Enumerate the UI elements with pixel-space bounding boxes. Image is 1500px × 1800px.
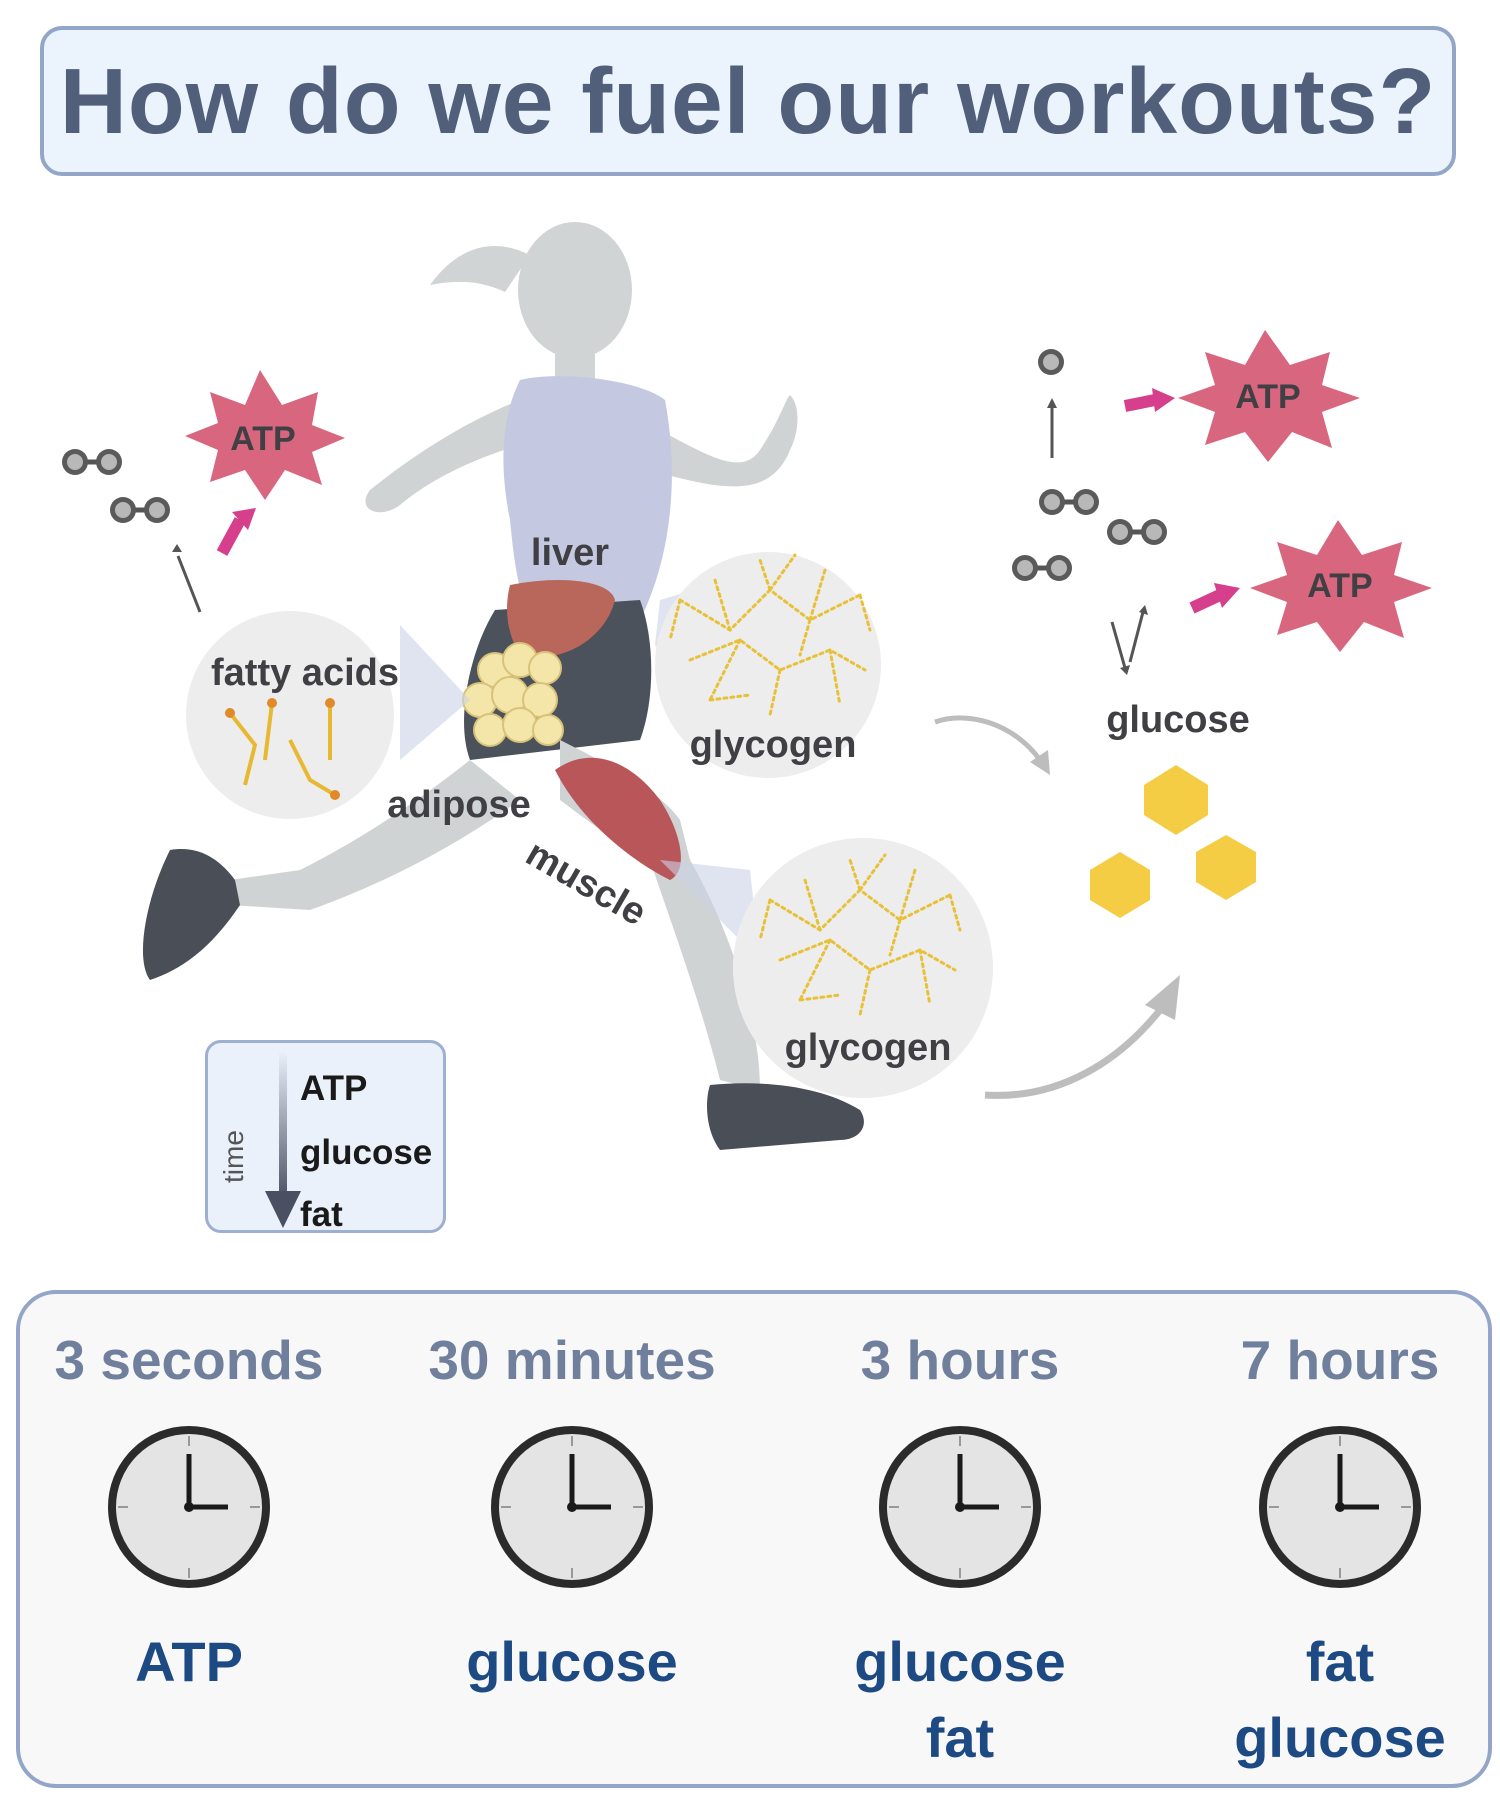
- time-arrow: [265, 1051, 301, 1228]
- timeline-column-4: 7 hours fat glucose: [1190, 1294, 1490, 1784]
- timeline-column-1: 3 seconds ATP: [39, 1294, 339, 1784]
- arrow-muscle-to-glucose: [984, 1007, 1163, 1099]
- muscle-glycogen-label: glycogen: [785, 1027, 952, 1069]
- time-legend: time ATP glucose fat: [205, 1040, 446, 1234]
- clock-icon: [1259, 1426, 1421, 1588]
- timeline-time-3: 3 hours: [860, 1329, 1060, 1391]
- liver-label: liver: [531, 532, 609, 574]
- timeline-column-3: 3 hours glucose fat: [810, 1294, 1110, 1784]
- liver-organ: [507, 580, 615, 658]
- title-banner: How do we fuel our workouts?: [40, 26, 1456, 176]
- pink-arrow-right-top: [1123, 394, 1157, 412]
- runner-illustration: fatty acids glycogen glycogen liver adip…: [0, 222, 1432, 1150]
- atp-right-bottom-label: ATP: [1307, 567, 1372, 605]
- glucose-hex-1: [1144, 765, 1208, 835]
- carbon-atom: [1038, 349, 1064, 375]
- arrow-up-left: [176, 555, 202, 613]
- timeline-time-2: 30 minutes: [428, 1329, 716, 1391]
- timeline-fuel-2: glucose: [422, 1624, 722, 1700]
- timeline-time-4: 7 hours: [1240, 1329, 1440, 1391]
- fuel-line: fat: [925, 1706, 995, 1769]
- timeline-panel: 3 seconds ATP 30 minutes: [16, 1290, 1492, 1788]
- atp-left-label: ATP: [230, 420, 295, 458]
- clock-icon: [491, 1426, 653, 1588]
- legend-item-atp: ATP: [300, 1069, 368, 1108]
- adipose-cluster: [462, 642, 564, 747]
- timeline-fuel-1: ATP: [39, 1624, 339, 1700]
- fuel-line: ATP: [135, 1630, 243, 1693]
- fuel-line: glucose: [854, 1630, 1066, 1693]
- glucose-label: glucose: [1106, 699, 1250, 741]
- timeline-fuel-3: glucose fat: [810, 1624, 1110, 1776]
- cc-molecule-left-1: [62, 449, 122, 475]
- equilibrium-arrows: [1110, 621, 1127, 669]
- clock-icon: [879, 1426, 1041, 1588]
- atp-right-top-label: ATP: [1235, 378, 1300, 416]
- arrow-liver-to-glucose: [934, 715, 1043, 762]
- liver-glycogen-label: glycogen: [690, 724, 857, 766]
- fuel-line: fat: [1305, 1630, 1375, 1693]
- glucose-hex-2: [1090, 852, 1150, 918]
- fatty-acids-bubble: [186, 611, 394, 819]
- cc-molecule-right-3: [1012, 555, 1072, 581]
- time-axis-label: time: [218, 1130, 249, 1183]
- fatty-acids-label: fatty acids: [211, 652, 399, 694]
- glucose-hex-3: [1196, 835, 1256, 900]
- cc-molecule-right-2: [1107, 519, 1167, 545]
- muscle-organ: [555, 757, 681, 880]
- legend-item-fat: fat: [300, 1195, 343, 1234]
- atp-star-left: [185, 370, 345, 500]
- liver-glycogen-bubble: [655, 552, 881, 778]
- pink-arrow-left: [216, 517, 246, 556]
- atp-star-right-bottom: [1250, 520, 1432, 652]
- page-title: How do we fuel our workouts?: [59, 48, 1437, 153]
- cc-molecule-left-2: [110, 497, 170, 523]
- muscle-glycogen-bubble: [733, 838, 993, 1098]
- cc-molecule-right-1: [1039, 489, 1099, 515]
- adipose-label: adipose: [387, 784, 531, 826]
- fuel-line: glucose: [1234, 1706, 1446, 1769]
- timeline-fuel-4: fat glucose: [1190, 1624, 1490, 1776]
- pink-arrow-right-bottom: [1189, 589, 1223, 614]
- atp-star-right-top: [1178, 330, 1360, 462]
- clock-icon: [108, 1426, 270, 1588]
- legend-item-glucose: glucose: [300, 1133, 433, 1172]
- timeline-time-1: 3 seconds: [54, 1329, 324, 1391]
- fuel-line: glucose: [466, 1630, 678, 1693]
- runner-silhouette: [142, 222, 864, 1150]
- timeline-column-2: 30 minutes glucose: [422, 1294, 722, 1784]
